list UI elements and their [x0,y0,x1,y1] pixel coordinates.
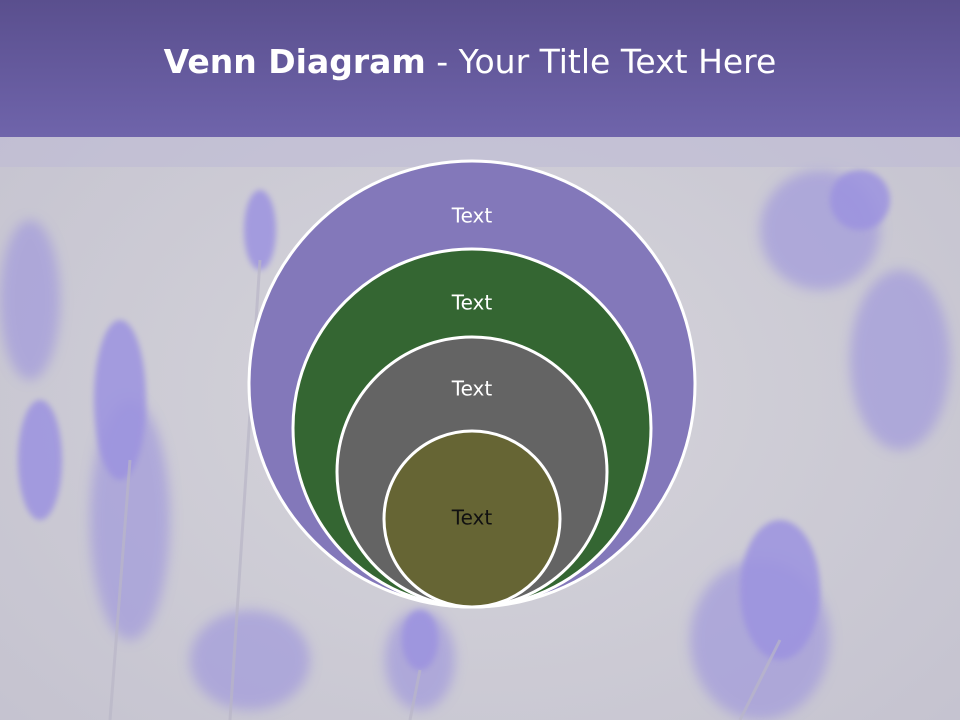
venn-circle-2-label: Text [451,291,493,315]
venn-circle-1-label: Text [451,204,493,228]
venn-circle-3-label: Text [451,377,493,401]
venn-circle-4-label: Text [451,506,493,530]
title-bold-part: Venn Diagram [163,42,426,81]
venn-circle-4 [382,429,562,609]
title-bar [0,0,960,137]
slide-title: Venn Diagram - Your Title Text Here [0,40,940,84]
title-rest-part: - Your Title Text Here [425,42,777,81]
